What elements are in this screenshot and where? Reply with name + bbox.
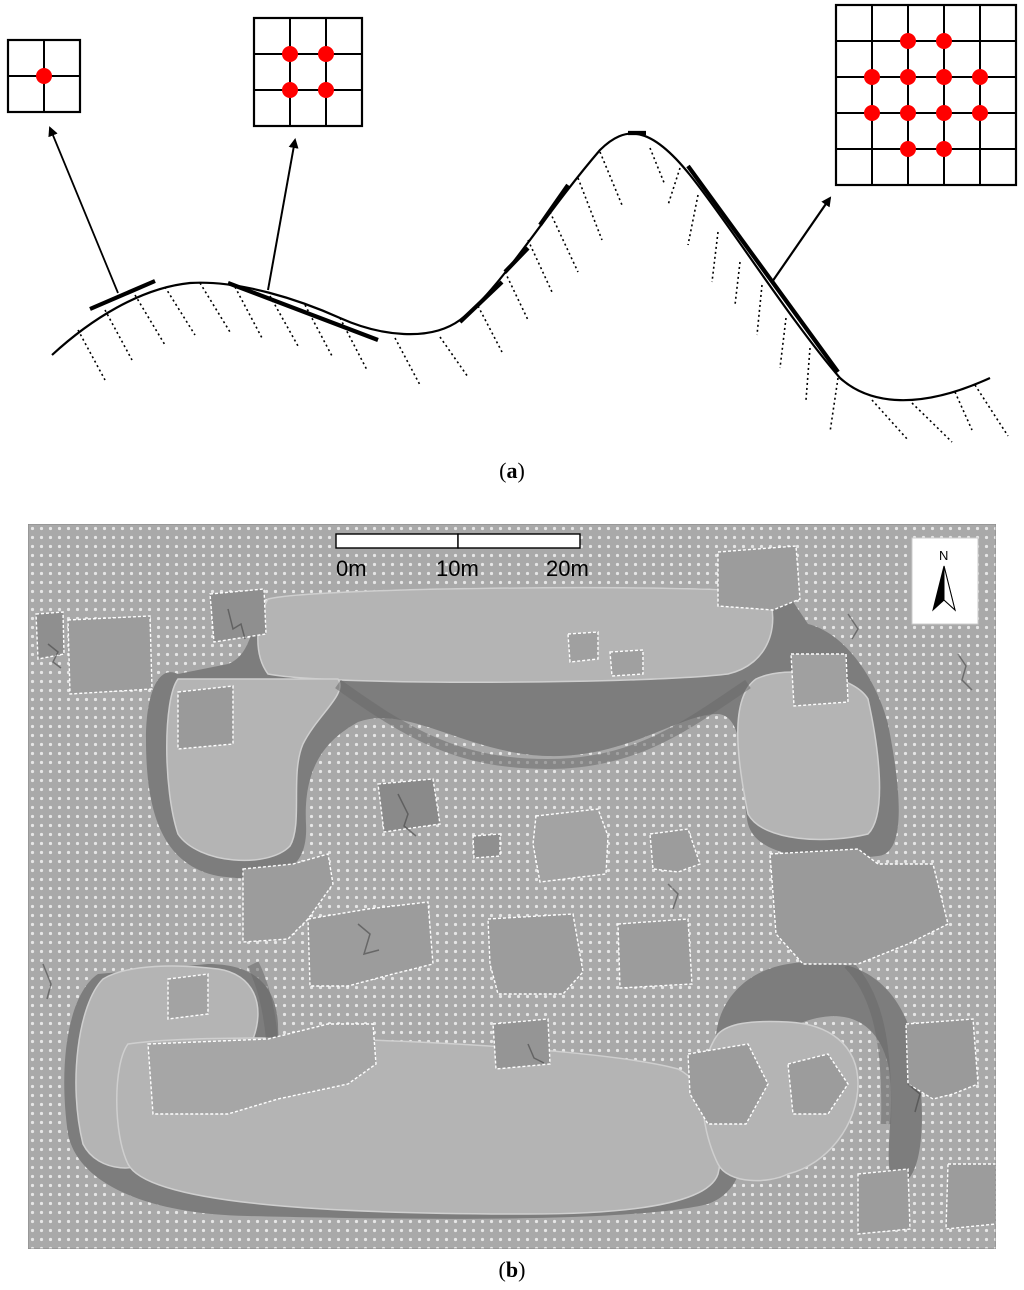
grid-frame [834, 3, 1018, 187]
sampling-grid-medium [252, 16, 364, 128]
sample-point [36, 68, 52, 84]
caption-b: (b) [498, 1257, 526, 1282]
sample-point [864, 69, 880, 85]
scale-label-20: 20m [546, 556, 589, 581]
sample-point [972, 69, 988, 85]
sample-point [282, 82, 298, 98]
sample-patches [35, 545, 996, 1235]
slope-hatching [77, 147, 1009, 443]
sample-point [282, 46, 298, 62]
sample-point [864, 105, 880, 121]
terrain-curve [51, 132, 991, 402]
arrow-to-medium-grid [267, 138, 299, 291]
north-arrow: N [911, 537, 979, 625]
sample-point [900, 141, 916, 157]
sample-point [936, 33, 952, 49]
terrain-noise [42, 608, 973, 1113]
scale-label-0: 0m [336, 556, 367, 581]
sample-point [972, 105, 988, 121]
grid-frame [252, 16, 364, 128]
terrain-profile-diagram [6, 3, 1018, 443]
scale-bar-segment-2 [457, 533, 581, 549]
sampling-grid-large [834, 3, 1018, 187]
caption-a: (a) [499, 458, 525, 483]
sample-point [900, 33, 916, 49]
arrow-to-large-grid [771, 196, 832, 283]
scale-bar-segment-1 [335, 533, 459, 549]
sample-point [900, 69, 916, 85]
shaded-relief-map: 0m 10m 20m N [28, 524, 996, 1249]
sample-point [936, 69, 952, 85]
scale-label-10: 10m [436, 556, 479, 581]
scale-bar: 0m 10m 20m [335, 533, 589, 581]
sample-point [936, 105, 952, 121]
sample-point [936, 141, 952, 157]
sample-point [900, 105, 916, 121]
sampling-grid-small [6, 38, 82, 114]
sample-point [318, 82, 334, 98]
north-arrow-label: N [939, 548, 948, 563]
sample-point [318, 46, 334, 62]
tangent-segments [89, 130, 840, 374]
arrow-to-small-grid [48, 126, 119, 294]
upper-earthwork [146, 586, 899, 879]
